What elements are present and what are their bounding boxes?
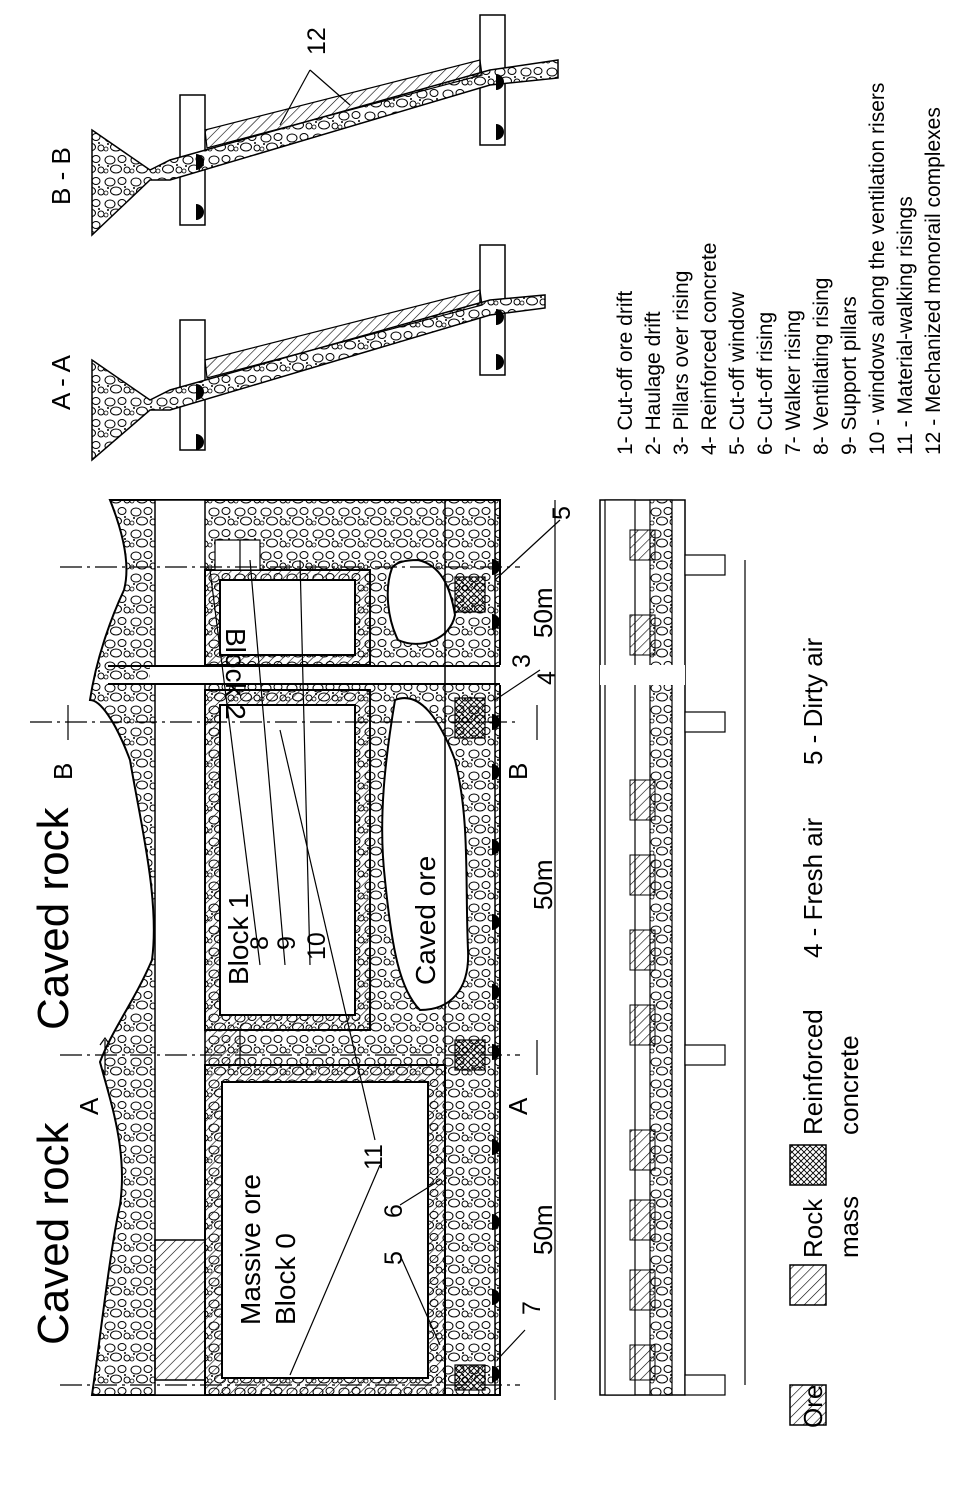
massive-ore-text: Massive ore: [235, 1174, 266, 1325]
legend-item: 1- Cut-off ore drift: [614, 291, 637, 455]
long-section: [599, 499, 746, 1396]
callout-10: 10: [303, 932, 331, 960]
legend-item: 2- Haulage drift: [642, 311, 665, 455]
dim-50m-2: 50m: [528, 859, 558, 910]
callout-5-right: 5: [548, 506, 576, 520]
callout-6: 6: [380, 1204, 408, 1218]
legend-item: 7- Walker rising: [782, 310, 805, 455]
dirty-air-label: 5 - Dirty air: [798, 638, 828, 765]
caved-ore-blob: [381, 697, 470, 1012]
callout-3: 3: [508, 654, 536, 668]
callout-8: 8: [246, 936, 274, 950]
callout-9: 9: [273, 936, 301, 950]
section-aa-label: A - A: [46, 354, 76, 410]
legend-item: 4- Reinforced concrete: [698, 243, 721, 455]
callout-12: 12: [303, 27, 331, 55]
legend-rock-label-2: mass: [834, 1196, 864, 1258]
block0-text: Block 0: [270, 1233, 301, 1325]
dim-50m-1: 50m: [528, 1204, 558, 1255]
section-b-top: B: [48, 763, 78, 780]
section-a-bottom: A: [503, 1097, 533, 1115]
legend-item: 3- Pillars over rising: [670, 271, 693, 455]
section-aa: [91, 244, 546, 462]
callout-11: 11: [360, 1144, 388, 1170]
plan-view: [30, 499, 556, 1400]
callout-7: 7: [518, 1301, 546, 1315]
legend-concrete-label-1: Reinforced: [798, 1009, 828, 1135]
section-bb: [91, 14, 559, 237]
dim-50m-3: 50m: [528, 587, 558, 638]
legend-item: 9- Support pillars: [838, 296, 861, 455]
caved-rock-text-1: Caved rock: [29, 1121, 78, 1345]
caved-rock-1: Caved rock: [29, 1121, 78, 1345]
block1-text: Block 1: [223, 893, 254, 985]
support-pillars: [204, 539, 261, 1066]
legend-item: 11 - Material-walking risings: [894, 196, 917, 455]
section-b-bottom: B: [503, 763, 533, 780]
callout-5-left: 5: [380, 1251, 408, 1265]
legend-item: 8- Ventilating rising: [810, 278, 833, 455]
fresh-air-label: 4 - Fresh air: [798, 818, 828, 958]
section-a-top: A: [74, 1097, 104, 1115]
section-bb-label: B - B: [46, 147, 76, 205]
haulage-drifts: [492, 559, 500, 1382]
section-lines: [30, 566, 520, 1386]
legend-item: 5- Cut-off window: [726, 291, 749, 455]
caved-ore-text: Caved ore: [410, 856, 441, 985]
legend-ore-label: Ore: [798, 1385, 828, 1428]
caved-rock-text-2: Caved rock: [29, 806, 78, 1030]
block2-text: Block 2: [220, 628, 251, 720]
legend-concrete-label-2: concrete: [834, 1035, 864, 1135]
numbered-legend: 1- Cut-off ore drift 2- Haulage drift 3-…: [614, 83, 945, 455]
legend-rock-label-1: Rock: [798, 1198, 828, 1258]
callout-4: 4: [533, 671, 561, 685]
legend-item: 6- Cut-off rising: [754, 312, 777, 455]
legend-item: 12 - Mechanized monorail complexes: [922, 107, 945, 455]
material-legend: [789, 1144, 827, 1426]
legend-item: 10 - windows along the ventilation riser…: [866, 83, 889, 455]
